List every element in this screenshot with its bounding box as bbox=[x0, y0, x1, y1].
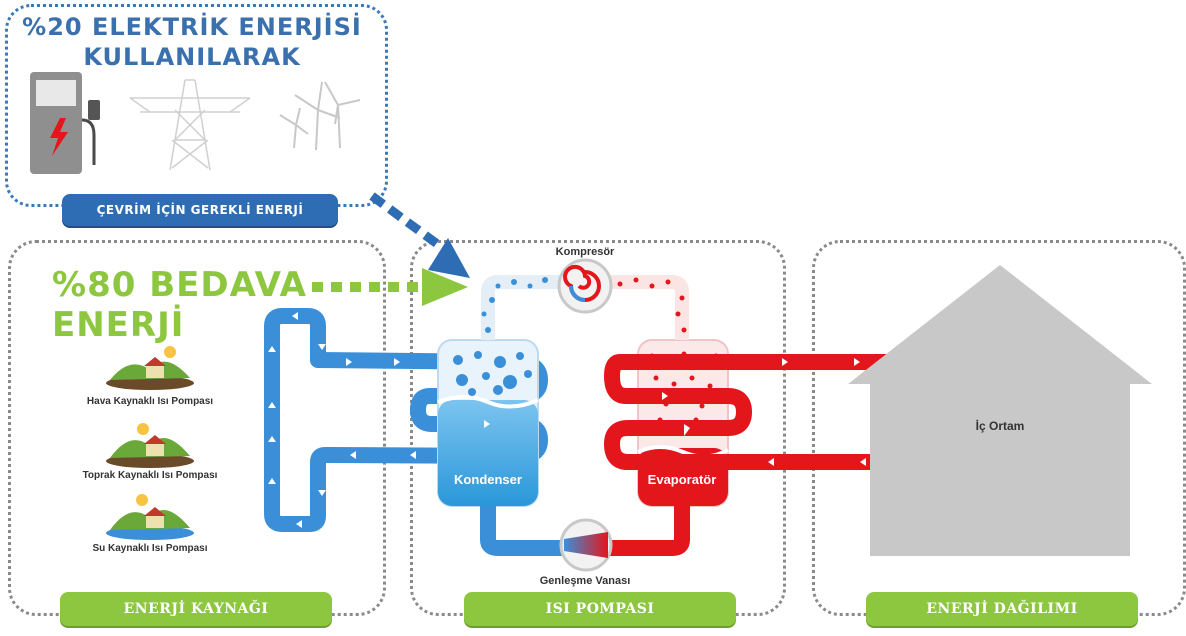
electric-flow-arrow bbox=[369, 192, 443, 250]
house-icon bbox=[848, 265, 1152, 556]
electric-energy-title-line1: %20 ELEKTRİK ENERJİSİ bbox=[22, 13, 362, 41]
expansion-pipe bbox=[480, 506, 690, 556]
air-source-label: Hava Kaynaklı Isı Pompası bbox=[86, 396, 214, 407]
compressor-cold-pipe bbox=[481, 275, 560, 340]
expansion-valve-icon bbox=[559, 518, 613, 572]
water-source-landscape-icon bbox=[106, 494, 194, 540]
wind-turbine-icon bbox=[279, 81, 361, 151]
cycle-energy-tag: ÇEVRİM İÇİN GEREKLİ ENERJİ bbox=[62, 194, 338, 226]
compressor-icon bbox=[557, 258, 613, 314]
compressor-label: Kompresör bbox=[555, 246, 615, 258]
source-flow-arrows bbox=[268, 312, 416, 528]
condenser-label: Kondenser bbox=[454, 472, 522, 487]
power-pylon-icon bbox=[129, 79, 251, 171]
free-energy-line1: %80 BEDAVA bbox=[52, 265, 307, 305]
heat-pump-footer: ISI POMPASI bbox=[464, 592, 736, 626]
expansion-valve-label: Genleşme Vanası bbox=[539, 575, 631, 587]
energy-distribution-footer: ENERJİ DAĞILIMI bbox=[866, 592, 1138, 626]
free-energy-line2: ENERJİ bbox=[52, 305, 185, 345]
water-source-label: Su Kaynaklı Isı Pompası bbox=[92, 543, 208, 554]
indoor-label: İç Ortam bbox=[975, 419, 1025, 433]
compressor-hot-pipe bbox=[610, 275, 689, 340]
ground-source-landscape-icon bbox=[106, 423, 194, 468]
electric-energy-title-line2: KULLANILARAK bbox=[83, 43, 301, 71]
source-loop-pipe bbox=[264, 308, 548, 532]
free-energy-arrow-head bbox=[422, 268, 468, 306]
energy-source-footer: ENERJİ KAYNAĞI bbox=[60, 592, 332, 626]
charging-station-icon bbox=[30, 72, 100, 174]
ground-source-label: Toprak Kaynaklı Isı Pompası bbox=[82, 470, 218, 481]
evaporator-label: Evaporatör bbox=[647, 472, 717, 487]
air-source-landscape-icon bbox=[106, 346, 194, 390]
electric-arrow-head bbox=[428, 238, 470, 278]
